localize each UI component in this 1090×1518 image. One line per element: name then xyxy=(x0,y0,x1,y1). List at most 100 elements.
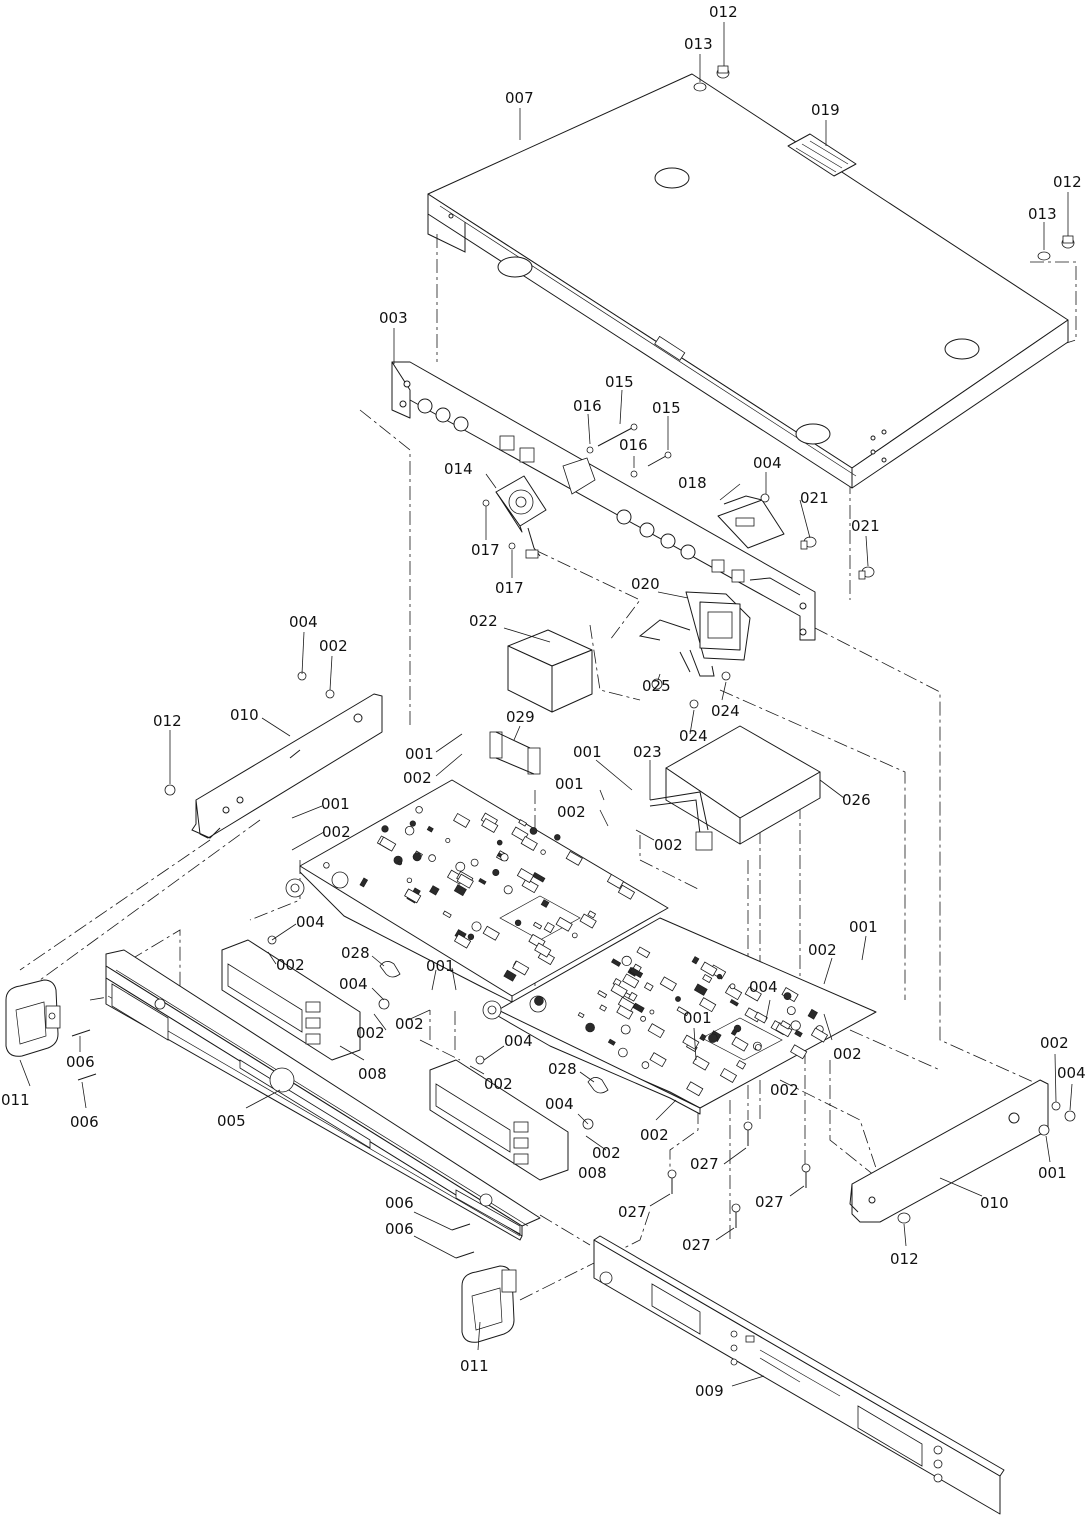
pcb-component xyxy=(456,873,474,889)
screws-top xyxy=(693,65,1075,261)
pcb-component xyxy=(532,921,543,930)
pcb-component xyxy=(699,997,717,1013)
label-002: 002 xyxy=(1040,1034,1069,1052)
clamp-018 xyxy=(717,493,785,549)
label-004: 004 xyxy=(749,978,778,996)
label-008: 008 xyxy=(578,1164,607,1182)
label-006: 006 xyxy=(385,1220,414,1238)
label-016: 016 xyxy=(619,436,648,454)
rating-label-019 xyxy=(787,133,857,177)
label-013: 013 xyxy=(1028,205,1057,223)
pcb-component xyxy=(708,1033,718,1043)
front-frame-005 xyxy=(105,949,541,1241)
pcb-component xyxy=(807,1008,818,1020)
pcb-component xyxy=(794,1029,803,1038)
pcb-component xyxy=(790,1044,808,1060)
pcb-component xyxy=(647,1023,665,1039)
screws-006 xyxy=(71,1029,475,1259)
pcb-component xyxy=(702,973,713,984)
label-007: 007 xyxy=(505,89,534,107)
label-023: 023 xyxy=(633,743,662,761)
pcb-component xyxy=(629,967,644,979)
label-002: 002 xyxy=(395,1015,424,1033)
pcb-component xyxy=(415,806,423,814)
label-008: 008 xyxy=(358,1065,387,1083)
label-029: 029 xyxy=(506,708,535,726)
label-021: 021 xyxy=(851,517,880,535)
pcb-component xyxy=(621,955,632,967)
label-002: 002 xyxy=(322,823,351,841)
label-012: 012 xyxy=(1053,173,1082,191)
label-002: 002 xyxy=(640,1126,669,1144)
pcb-component xyxy=(442,910,452,919)
label-010: 010 xyxy=(230,706,259,724)
label-022: 022 xyxy=(469,612,498,630)
label-001: 001 xyxy=(849,918,878,936)
label-012: 012 xyxy=(890,1250,919,1268)
pcb-component xyxy=(496,839,503,846)
pcb-component xyxy=(754,1044,762,1051)
label-014: 014 xyxy=(444,460,473,478)
label-012: 012 xyxy=(153,712,182,730)
pcb-component xyxy=(532,871,546,883)
pcb-component xyxy=(640,1015,646,1022)
pcb-component xyxy=(699,1033,707,1042)
pcb-component xyxy=(691,956,700,965)
pcb-component xyxy=(719,1067,738,1083)
label-021: 021 xyxy=(800,489,829,507)
pcb-component xyxy=(649,1052,667,1068)
label-028: 028 xyxy=(548,1060,577,1078)
pcb-component xyxy=(754,1011,768,1024)
label-011: 011 xyxy=(1,1091,30,1109)
label-001: 001 xyxy=(405,745,434,763)
pcb-component xyxy=(428,854,436,862)
label-001: 001 xyxy=(573,743,602,761)
pcb-component xyxy=(445,838,451,844)
pcb-component xyxy=(500,853,509,862)
pcb-component xyxy=(618,1047,628,1058)
label-002: 002 xyxy=(319,637,348,655)
pcb-component xyxy=(429,885,440,896)
label-027: 027 xyxy=(690,1155,719,1173)
rack-handle-011-right xyxy=(461,1265,517,1343)
pcb-component xyxy=(585,1022,595,1033)
pcb-component xyxy=(730,1029,738,1036)
label-002: 002 xyxy=(403,769,432,787)
label-002: 002 xyxy=(484,1075,513,1093)
pcb-component xyxy=(323,862,330,869)
pcb-component xyxy=(529,827,538,835)
label-024: 024 xyxy=(679,727,708,745)
pcb-component xyxy=(359,877,369,888)
label-009: 009 xyxy=(695,1382,724,1400)
label-020: 020 xyxy=(631,575,660,593)
pcb-component xyxy=(675,996,681,1002)
label-028: 028 xyxy=(341,944,370,962)
label-012: 012 xyxy=(709,3,738,21)
mains-inlet-020 xyxy=(638,591,751,677)
pcb-component xyxy=(520,835,538,851)
pcb-component xyxy=(636,946,651,959)
pcb-component xyxy=(404,888,422,904)
display-board-008-lower xyxy=(429,1055,594,1181)
label-006: 006 xyxy=(70,1113,99,1131)
pcb-component xyxy=(453,812,471,828)
pcb-component xyxy=(607,1038,616,1046)
pcb-component xyxy=(617,996,636,1012)
cable-029 xyxy=(489,731,541,775)
label-024: 024 xyxy=(711,702,740,720)
part-labels: 012 013 007 019 012 013 003 015 016 015 … xyxy=(1,3,1086,1400)
label-001: 001 xyxy=(555,775,584,793)
pcb-component xyxy=(565,850,583,866)
pcb-component xyxy=(492,868,500,876)
label-013: 013 xyxy=(684,35,713,53)
pcb-component xyxy=(554,834,561,841)
pcb-board-upper xyxy=(285,779,669,1003)
fan-014 xyxy=(482,475,547,559)
screws-015-016 xyxy=(586,423,672,478)
rear-bracket-003 xyxy=(391,361,816,641)
label-002: 002 xyxy=(770,1081,799,1099)
pcb-component xyxy=(692,1055,710,1071)
label-015: 015 xyxy=(605,373,634,391)
